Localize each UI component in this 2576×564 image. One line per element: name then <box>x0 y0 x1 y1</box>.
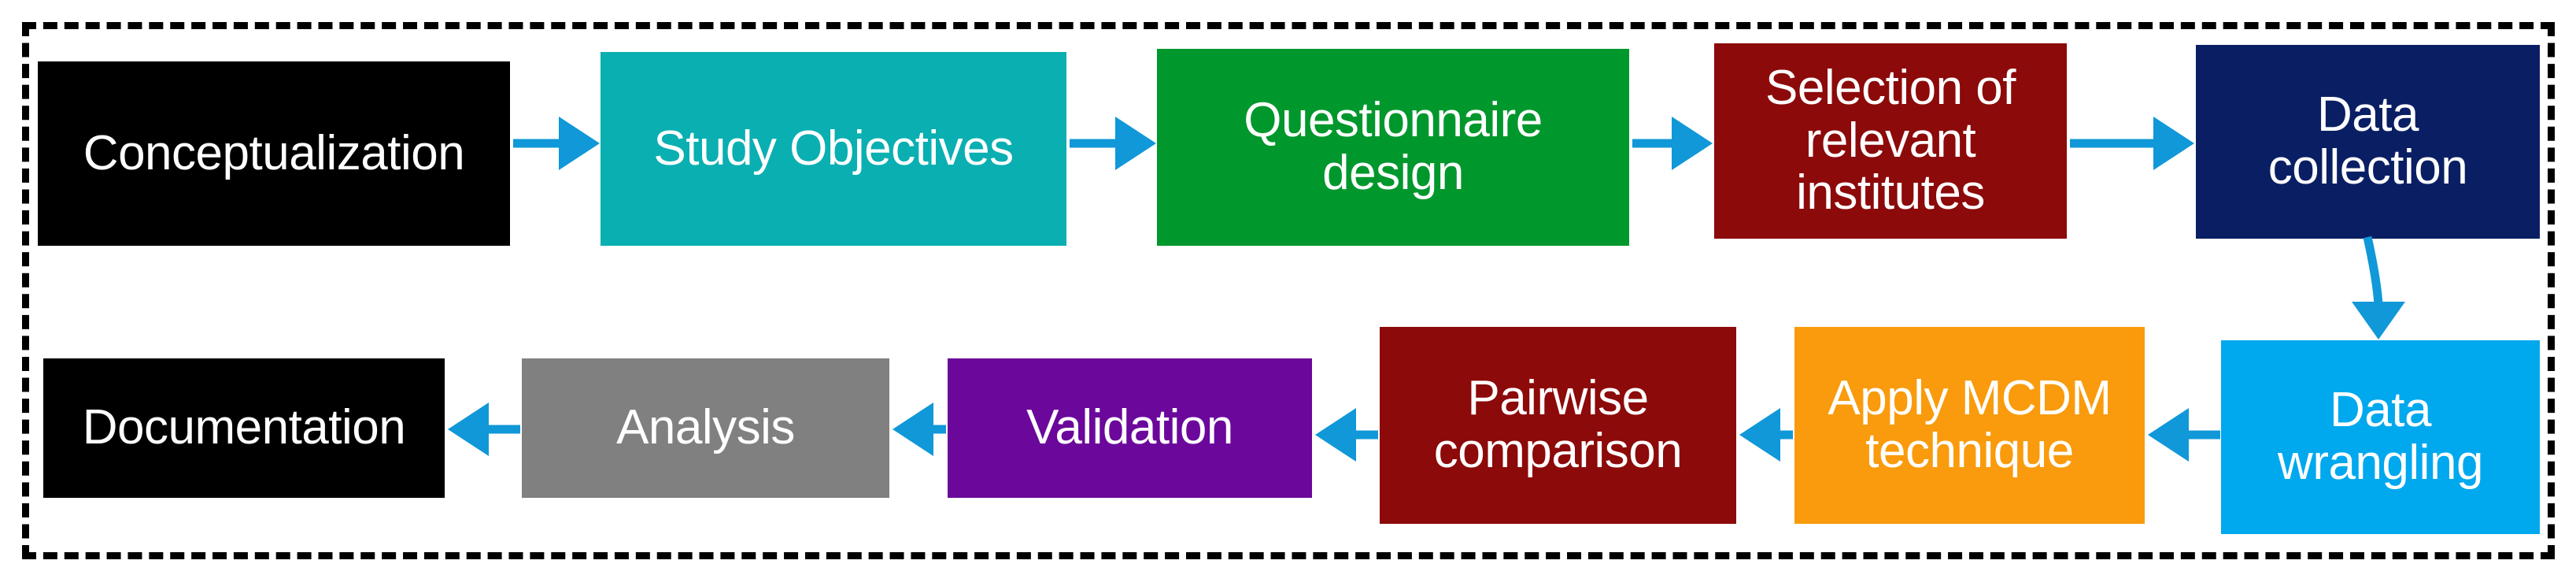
node-documentation[interactable]: Documentation <box>43 358 445 498</box>
node-selection-of-relevant-institutes[interactable]: Selection of relevant institutes <box>1714 43 2067 239</box>
arrow-head-icon <box>2153 117 2194 170</box>
arrow-head-icon <box>1115 117 1156 170</box>
arrow-head-icon <box>1315 408 1356 462</box>
dashed-boundary-frame <box>22 22 2555 559</box>
node-data-collection[interactable]: Data collection <box>2196 45 2540 239</box>
arrow-shaft <box>1355 430 1378 440</box>
arrow-shaft <box>1070 139 1117 148</box>
arrow-head-icon <box>1672 117 1713 170</box>
node-questionnaire-design[interactable]: Questionnaire design <box>1157 49 1629 246</box>
arrow-shaft <box>487 425 520 434</box>
arrow-shaft <box>2187 430 2220 440</box>
arrow-shaft <box>1632 139 1673 148</box>
node-analysis[interactable]: Analysis <box>522 358 889 498</box>
node-study-objectives[interactable]: Study Objectives <box>601 52 1066 246</box>
node-data-wrangling[interactable]: Data wrangling <box>2221 340 2540 534</box>
node-validation[interactable]: Validation <box>948 358 1312 498</box>
arrow-head-icon <box>2148 408 2189 462</box>
arrow-head-icon <box>893 403 933 456</box>
node-conceptualization[interactable]: Conceptualization <box>38 61 510 246</box>
arrow-shaft <box>513 139 560 148</box>
node-pairwise-comparison[interactable]: Pairwise comparison <box>1380 327 1736 524</box>
arrow-head-icon <box>448 403 489 456</box>
arrow-shaft <box>1779 430 1793 440</box>
node-apply-mcdm-technique[interactable]: Apply MCDM technique <box>1794 327 2145 524</box>
arrow-head-icon <box>1739 408 1780 462</box>
arrow-shaft <box>932 425 946 434</box>
arrow-shaft <box>2070 139 2155 148</box>
arrow-head-icon <box>559 117 600 170</box>
